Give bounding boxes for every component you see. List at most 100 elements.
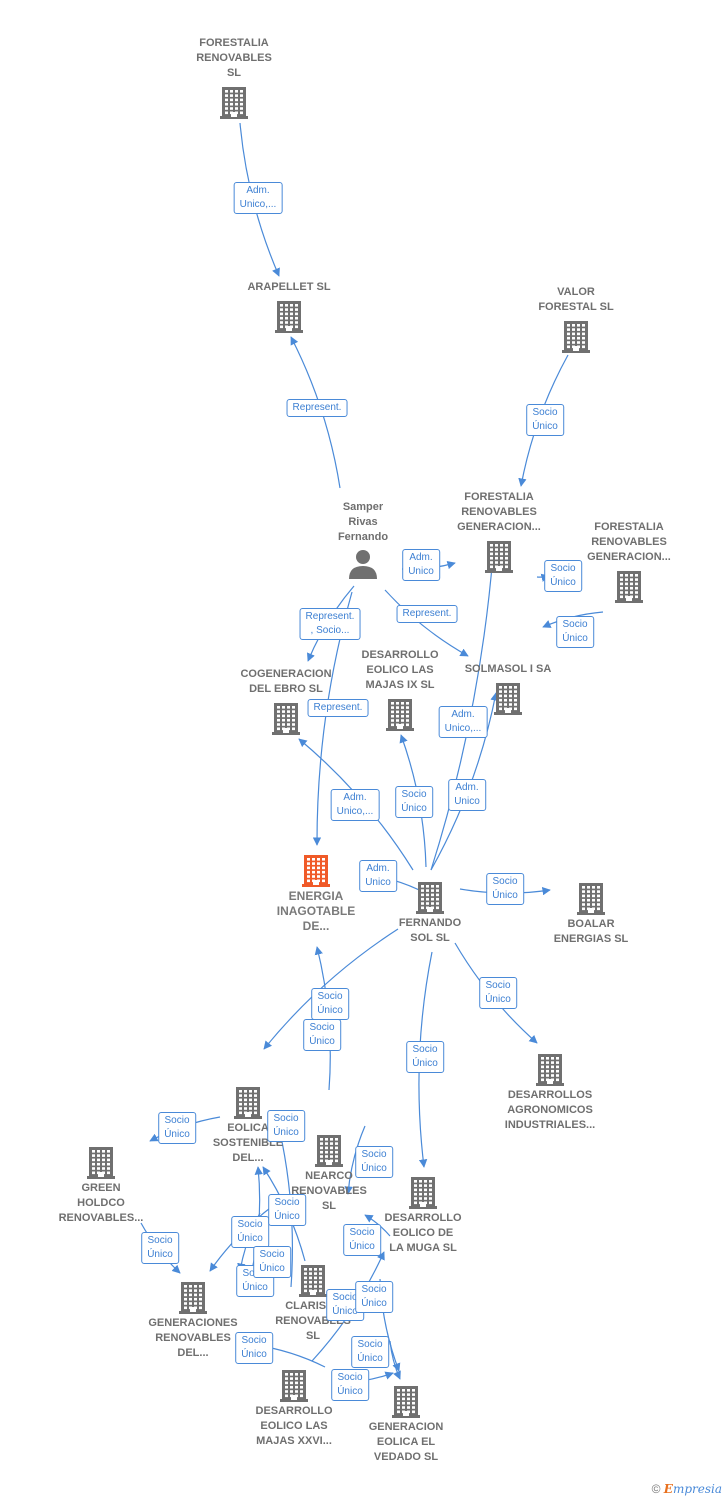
edge-label[interactable]: Socio Único bbox=[544, 560, 582, 592]
node-label-line: MAJAS XXVI... bbox=[256, 1435, 332, 1447]
node-label-line: GENERACION... bbox=[457, 521, 541, 533]
node-label-line: VALOR bbox=[557, 286, 595, 298]
edge-label[interactable]: Represent. bbox=[396, 605, 458, 623]
node-generaciones[interactable]: GENERACIONES RENOVABLES DEL... bbox=[133, 1280, 253, 1361]
empresia-brand: © Empresia bbox=[652, 1482, 722, 1496]
edge-label[interactable]: Adm. Unico,... bbox=[330, 789, 380, 821]
node-arapellet[interactable]: ARAPELLET SL bbox=[229, 280, 349, 333]
edge-label[interactable]: Socio Único bbox=[235, 1332, 273, 1364]
edge-label[interactable]: Socio Único bbox=[479, 977, 517, 1009]
node-label-line: DEL... bbox=[177, 1347, 209, 1359]
edge-label[interactable]: Socio Único bbox=[355, 1281, 393, 1313]
node-label-line: ARAPELLET SL bbox=[247, 281, 331, 293]
edge-label[interactable]: Socio Único bbox=[355, 1146, 393, 1178]
edge-label[interactable]: Socio Único bbox=[556, 616, 594, 648]
node-label-line: FORESTALIA bbox=[464, 491, 534, 503]
node-label-line: DEL EBRO SL bbox=[249, 683, 323, 695]
edge-label[interactable]: Socio Único bbox=[268, 1194, 306, 1226]
node-label-line: INAGOTABLE bbox=[276, 904, 356, 918]
edge-label[interactable]: Socio Único bbox=[331, 1369, 369, 1401]
edge-label[interactable]: Socio Único bbox=[343, 1224, 381, 1256]
building-icon bbox=[234, 1087, 262, 1119]
edge-label[interactable]: Socio Único bbox=[141, 1232, 179, 1264]
building-icon bbox=[577, 883, 605, 915]
node-label-line: LA MUGA SL bbox=[389, 1242, 457, 1254]
edge-label[interactable]: Socio Único bbox=[158, 1112, 196, 1144]
edge-label[interactable]: Socio Único bbox=[231, 1216, 269, 1248]
node-label-line: RENOVABLES bbox=[196, 52, 272, 64]
edge-label[interactable]: Socio Único bbox=[526, 404, 564, 436]
edge-label[interactable]: Adm. Unico,... bbox=[438, 706, 488, 738]
node-label-line: EOLICA bbox=[227, 1122, 269, 1134]
node-label: GENERACIONES RENOVABLES DEL... bbox=[133, 1316, 253, 1361]
edge-label[interactable]: Socio Único bbox=[351, 1336, 389, 1368]
node-label-line: SL bbox=[321, 1200, 337, 1212]
building-icon bbox=[386, 699, 414, 731]
node-label-line: DE... bbox=[302, 919, 330, 933]
node-vedado[interactable]: GENERACION EOLICA EL VEDADO SL bbox=[346, 1384, 466, 1465]
node-label-line: FORESTALIA bbox=[199, 37, 269, 49]
edge-label[interactable]: Socio Único bbox=[311, 988, 349, 1020]
node-label-line: VEDADO SL bbox=[373, 1451, 439, 1463]
edge-label[interactable]: Represent. , Socio... bbox=[299, 608, 361, 640]
edge-label[interactable]: Socio Único bbox=[303, 1019, 341, 1051]
edge-label[interactable]: Adm. Unico bbox=[448, 779, 486, 811]
node-label: GENERACION EOLICA EL VEDADO SL bbox=[346, 1420, 466, 1465]
node-label-line: GENERACIONES bbox=[148, 1317, 238, 1329]
node-forestalia-gen1[interactable]: FORESTALIA RENOVABLES GENERACION... bbox=[439, 490, 559, 573]
node-solmasol[interactable]: SOLMASOL I SA bbox=[448, 662, 568, 715]
edge-label[interactable]: Socio Único bbox=[486, 873, 524, 905]
node-label-line: RENOVABLES bbox=[155, 1332, 231, 1344]
edge-label[interactable]: Socio Único bbox=[253, 1246, 291, 1278]
building-icon bbox=[416, 882, 444, 914]
edge-label[interactable]: Socio Único bbox=[267, 1110, 305, 1142]
edge-label[interactable]: Represent. bbox=[307, 699, 369, 717]
node-label-line: DEL... bbox=[232, 1152, 264, 1164]
node-label-line: RENOVABLES... bbox=[58, 1212, 144, 1224]
node-label-line: EOLICA EL bbox=[376, 1436, 436, 1448]
node-label-line: NEARCO bbox=[305, 1170, 353, 1182]
building-icon bbox=[562, 321, 590, 353]
node-label-line: EOLICO DE bbox=[392, 1227, 454, 1239]
node-label-line: FERNANDO bbox=[398, 917, 462, 929]
building-icon bbox=[272, 703, 300, 735]
node-valor-forestal[interactable]: VALOR FORESTAL SL bbox=[516, 285, 636, 353]
edge-label[interactable]: Socio Único bbox=[406, 1041, 444, 1073]
edge-label[interactable]: Represent. bbox=[286, 399, 348, 417]
edge-line bbox=[389, 1340, 401, 1380]
edge-label[interactable]: Socio Único bbox=[395, 786, 433, 818]
node-label-line: GENERACION bbox=[368, 1421, 444, 1433]
edge-label[interactable]: Adm. Unico bbox=[359, 860, 397, 892]
edge-line bbox=[344, 1125, 366, 1195]
node-label-line: FORESTAL SL bbox=[538, 301, 614, 313]
edge-line bbox=[384, 589, 469, 657]
edge-label[interactable]: Adm. Unico,... bbox=[233, 182, 283, 214]
building-icon bbox=[280, 1370, 308, 1402]
edge-label[interactable]: Adm. Unico bbox=[402, 549, 440, 581]
node-label-line: RENOVABLES bbox=[461, 506, 537, 518]
building-icon bbox=[275, 301, 303, 333]
